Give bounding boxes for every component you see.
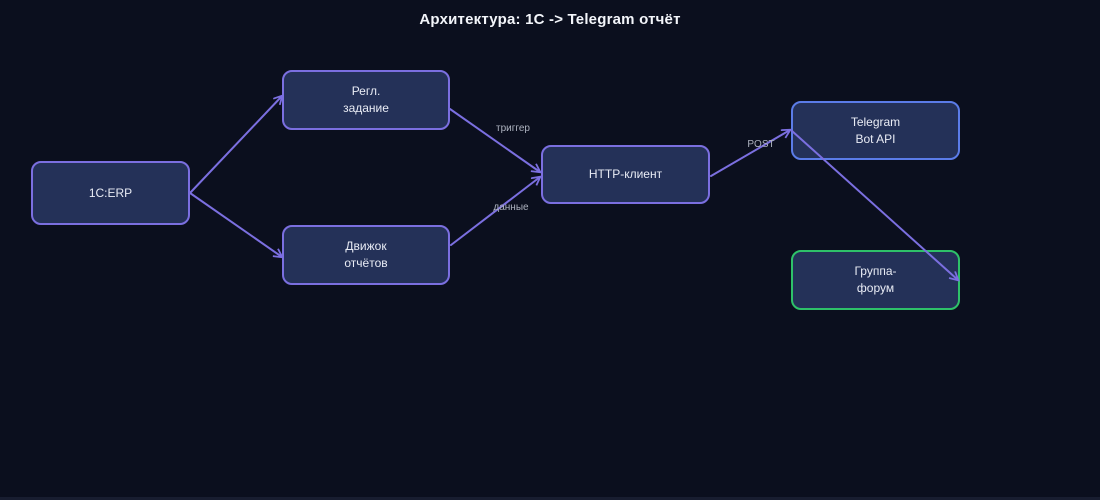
node-label-line: Bot API xyxy=(855,131,896,146)
edge-label-engine-to-http: данные xyxy=(493,202,529,213)
node-label-line: Регл. xyxy=(351,84,381,98)
node-label-line: Движок xyxy=(345,239,387,253)
node-erp[interactable]: 1С:ERP xyxy=(31,161,190,225)
edge-erp-to-engine xyxy=(189,192,282,257)
edge-label-schedule-to-http: триггер xyxy=(496,123,530,134)
node-label-line: форум xyxy=(856,281,895,295)
node-label-line: Группа- xyxy=(854,264,897,278)
node-schedule[interactable]: Регл. задание xyxy=(282,70,450,130)
node-label-line: Telegram xyxy=(850,114,901,129)
bottom-strip xyxy=(0,497,1100,500)
node-group[interactable]: Группа-форум xyxy=(791,250,960,310)
edge-erp-to-schedule xyxy=(189,96,282,194)
node-http[interactable]: HTTP-клиент xyxy=(541,145,710,204)
edge-label-http-to-botapi: POST xyxy=(747,139,774,150)
edge-http-to-botapi xyxy=(710,130,790,177)
edge-schedule-to-http xyxy=(449,108,540,172)
node-label-line: отчётов xyxy=(344,256,388,270)
node-label-line: HTTP-клиент xyxy=(588,167,663,181)
node-label-line: 1С:ERP xyxy=(88,185,133,200)
edge-engine-to-http xyxy=(450,177,540,246)
node-label-line: задание xyxy=(343,101,389,115)
node-engine[interactable]: Движок отчётов xyxy=(282,225,450,285)
diagram-title: Архитектура: 1С -> Telegram отчёт xyxy=(419,11,681,28)
